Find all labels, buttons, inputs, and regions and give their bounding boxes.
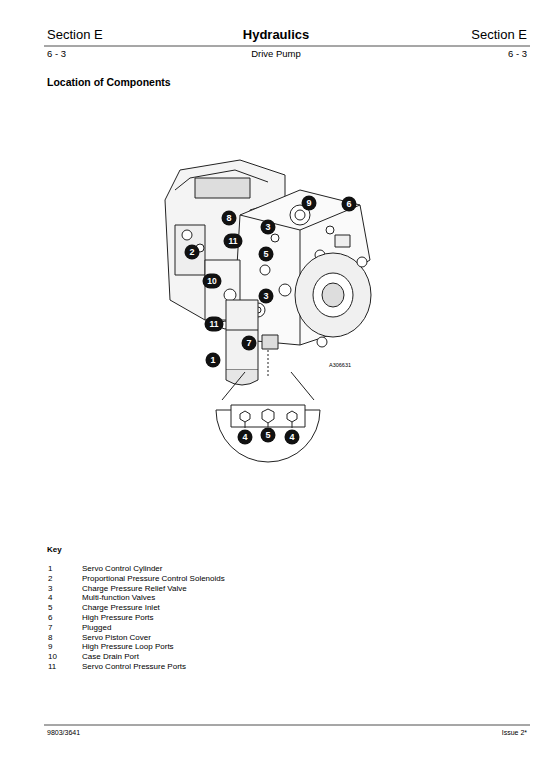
- callout-number: 1: [206, 353, 221, 368]
- key-text: High Pressure Loop Ports: [82, 643, 174, 652]
- key-text: Case Drain Port: [82, 653, 139, 662]
- callout-number: 8: [222, 211, 237, 226]
- key-number: 8: [48, 634, 52, 643]
- page-subheading: Drive Pump: [251, 49, 301, 59]
- issue-number: Issue 2*: [502, 729, 527, 737]
- key-text: Servo Control Pressure Ports: [82, 663, 186, 672]
- key-text: Charge Pressure Inlet: [82, 604, 160, 613]
- callout-number: 9: [302, 196, 317, 211]
- key-number: 5: [48, 604, 52, 613]
- key-number: 7: [48, 624, 52, 633]
- callout-number: 11: [224, 234, 243, 249]
- section-heading: Section E: [47, 28, 103, 42]
- callout-number: 5: [259, 247, 274, 262]
- key-text: High Pressure Ports: [82, 614, 154, 623]
- key-heading: Key: [47, 546, 62, 555]
- key-number: 4: [48, 594, 52, 603]
- page-title: Location of Components: [47, 77, 171, 89]
- callout-number: 10: [203, 274, 222, 289]
- key-number: 11: [48, 663, 56, 672]
- callout-number: 6: [342, 197, 357, 212]
- chapter-heading: Hydraulics: [243, 28, 309, 42]
- key-text: Servo Piston Cover: [82, 634, 151, 643]
- page-number: 6 - 3: [47, 49, 66, 59]
- callout-number: 7: [242, 336, 257, 351]
- key-number: 10: [48, 653, 57, 662]
- callout-number: 11: [205, 317, 224, 332]
- key-text: Multi-function Valves: [82, 594, 155, 603]
- figure-code: A306631: [329, 362, 351, 368]
- section-heading: Section E: [471, 28, 527, 42]
- key-number: 1: [48, 565, 52, 574]
- key-text: Charge Pressure Relief Valve: [82, 585, 187, 594]
- key-text: Servo Control Cylinder: [82, 565, 162, 574]
- key-number: 9: [48, 643, 52, 652]
- key-number: 6: [48, 614, 52, 623]
- callout-number: 4: [238, 430, 253, 445]
- callout-number: 4: [285, 430, 300, 445]
- callout-number: 2: [185, 245, 200, 260]
- key-text: Proportional Pressure Control Solenoids: [82, 575, 225, 584]
- callout-number: 5: [261, 428, 276, 443]
- key-text: Plugged: [82, 624, 111, 633]
- page-number: 6 - 3: [508, 49, 527, 59]
- callout-number: 3: [261, 220, 276, 235]
- document-number: 9803/3641: [47, 729, 80, 737]
- key-number: 2: [48, 575, 52, 584]
- key-number: 3: [48, 585, 52, 594]
- callout-number: 3: [259, 289, 274, 304]
